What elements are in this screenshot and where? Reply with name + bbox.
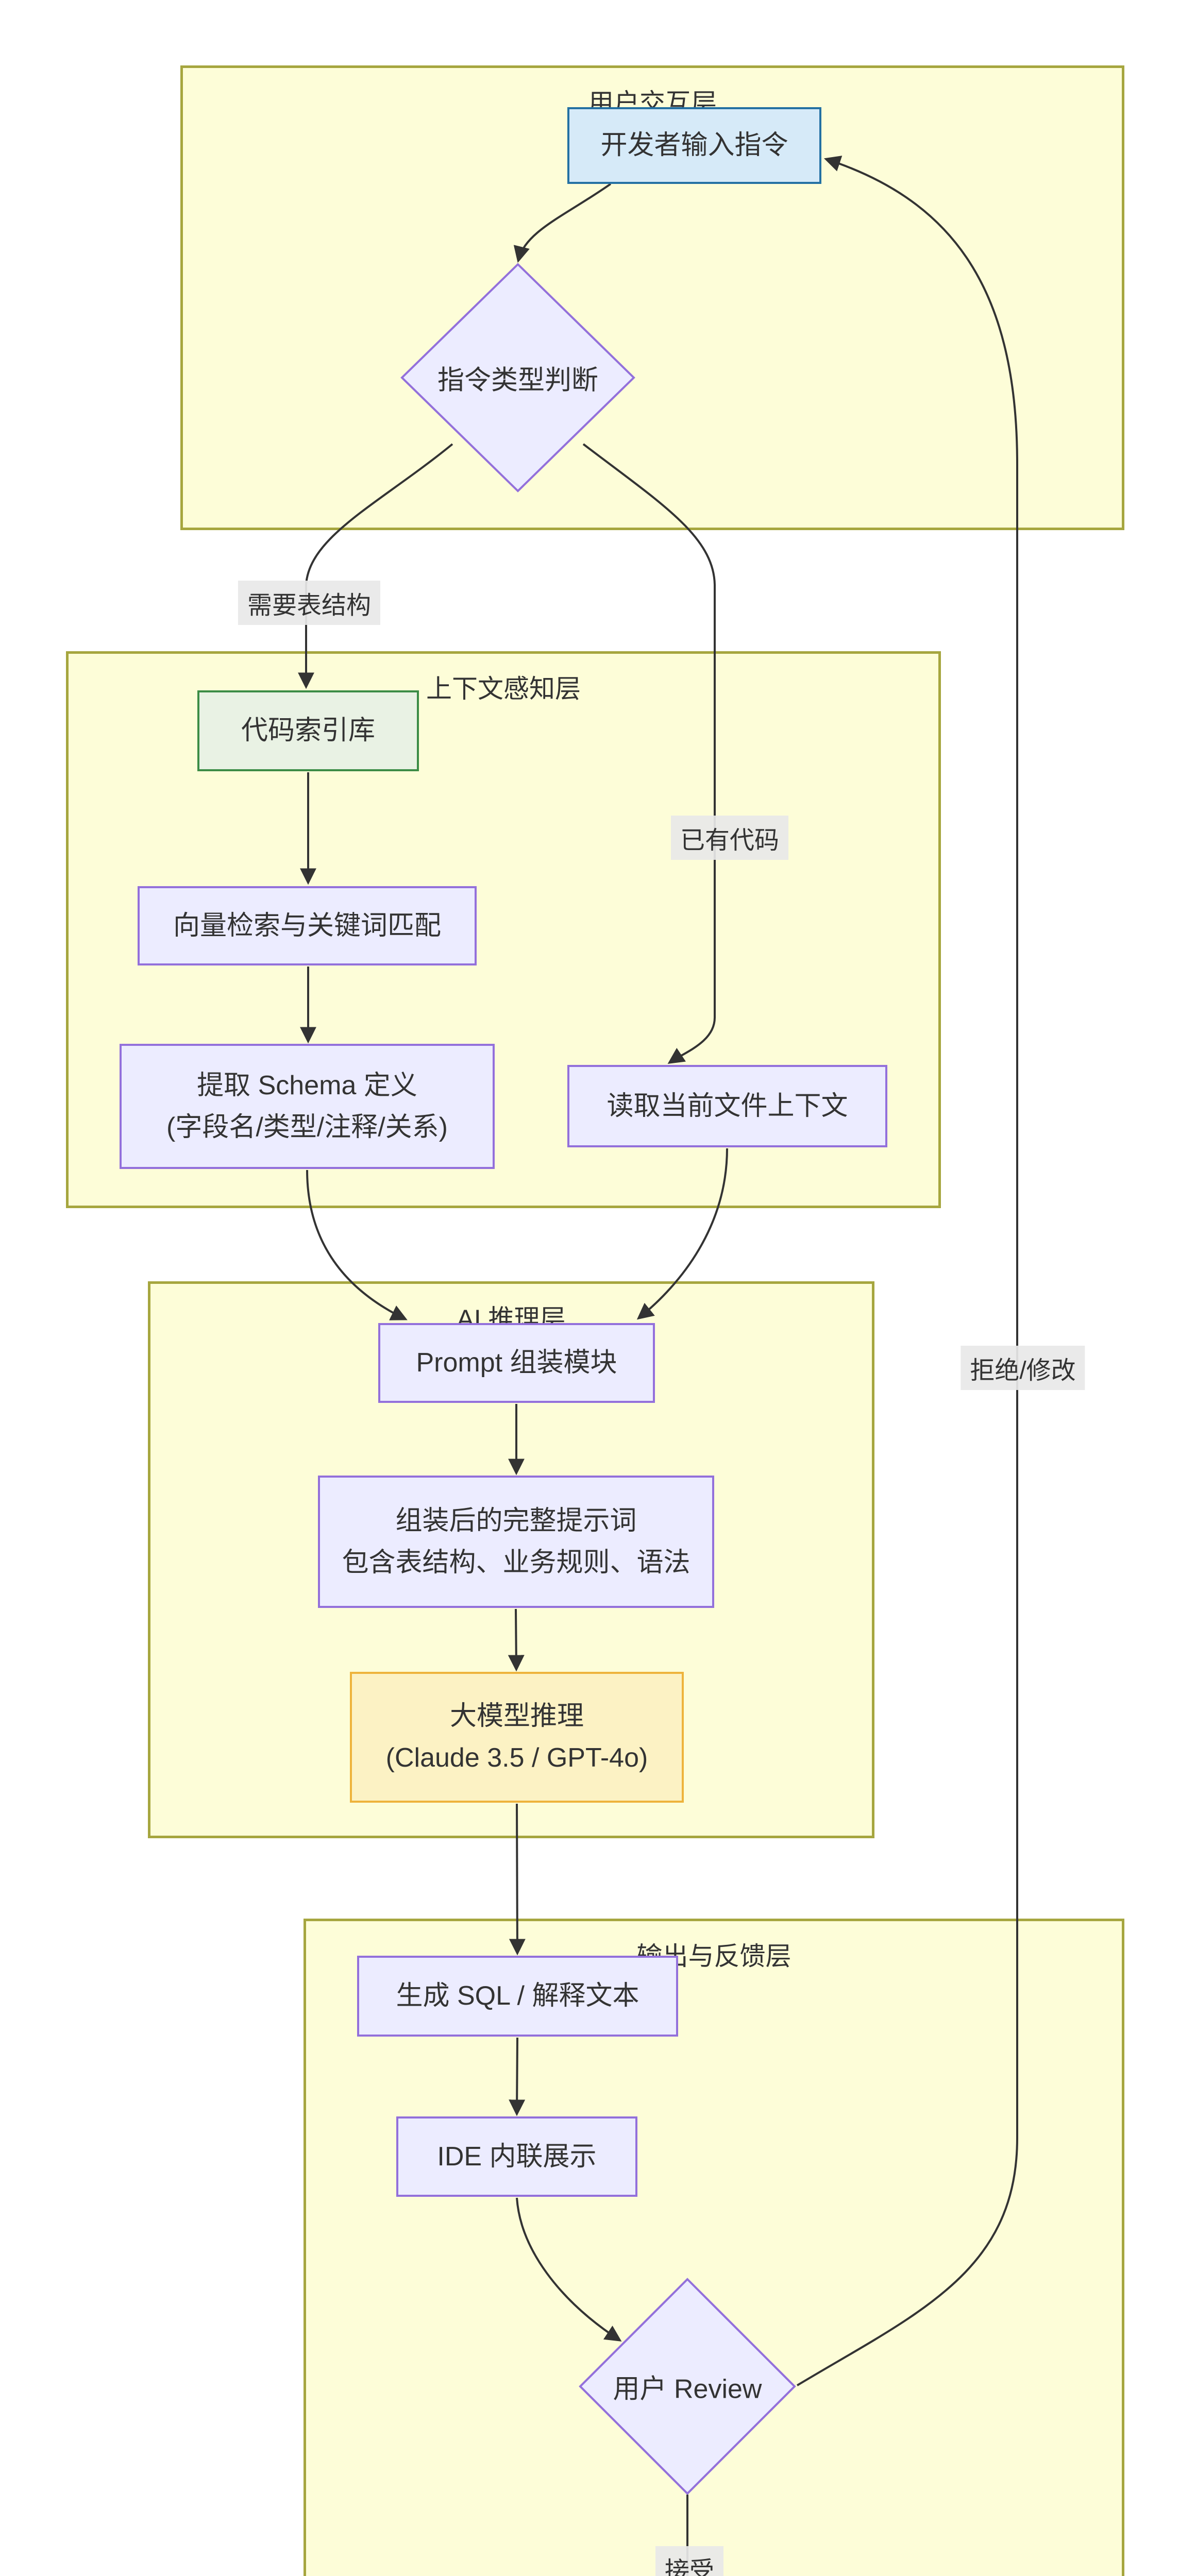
decision-user-review-shape [579,2278,796,2495]
node-extract-schema-line2: (字段名/类型/注释/关系) [166,1112,448,1142]
node-extract-schema: 提取 Schema 定义 (字段名/类型/注释/关系) [120,1044,495,1169]
node-assembled-prompt-line1: 组装后的完整提示词 [395,1505,637,1536]
edge-input-to-decision [513,183,612,263]
node-ide-inline-display: IDE 内联展示 [396,2116,637,2197]
node-llm-inference-line2: (Claude 3.5 / GPT-4o) [385,1743,648,1773]
node-generate-sql: 生成 SQL / 解释文本 [357,1956,678,2037]
edge-label-accept: 接受 [655,2546,724,2576]
node-code-index-db: 代码索引库 [197,690,419,771]
edge-extract-schema-to-prompt [306,1170,408,1320]
node-llm-inference-line1: 大模型推理 [449,1701,584,1732]
node-read-current-file: 读取当前文件上下文 [567,1065,887,1147]
node-vector-search: 向量检索与关键词匹配 [138,886,477,965]
node-prompt-assembler: Prompt 组装模块 [378,1323,655,1403]
node-ide-inline-display-label: IDE 内联展示 [437,2141,597,2172]
node-user-review-label: 用户 Review [613,2374,762,2404]
node-prompt-assembler-label: Prompt 组装模块 [416,1348,617,1378]
node-instruction-type-decision-label: 指令类型判断 [437,365,599,396]
node-developer-input: 开发者输入指令 [567,107,821,184]
node-developer-input-label: 开发者输入指令 [600,130,788,161]
edge-read-file-to-prompt [636,1148,728,1320]
node-vector-search-label: 向量检索与关键词匹配 [173,910,441,941]
node-user-review: 用户 Review [613,2367,762,2406]
edge-label-reject-modify: 拒绝/修改 [961,1346,1085,1390]
node-code-index-db-label: 代码索引库 [241,716,375,746]
edge-ide-to-review [516,2197,622,2342]
node-llm-inference: 大模型推理 (Claude 3.5 / GPT-4o) [350,1672,684,1803]
node-assembled-prompt: 组装后的完整提示词 包含表结构、业务规则、语法 [318,1476,714,1608]
node-instruction-type-decision: 指令类型判断 [437,359,598,397]
edge-label-existing-code: 已有代码 [670,816,789,860]
edge-label-need-table-schema: 需要表结构 [238,581,381,625]
node-extract-schema-line1: 提取 Schema 定义 [197,1070,417,1100]
node-read-current-file-label: 读取当前文件上下文 [607,1091,848,1121]
edge-decision-to-code-index [298,443,453,689]
node-assembled-prompt-line2: 包含表结构、业务规则、语法 [342,1547,690,1578]
edge-decision-to-read-file [582,443,716,1064]
edge-review-reject-loop [796,156,1018,2386]
node-generate-sql-label: 生成 SQL / 解释文本 [396,1981,639,2011]
decision-instruction-type-shape [400,263,635,493]
